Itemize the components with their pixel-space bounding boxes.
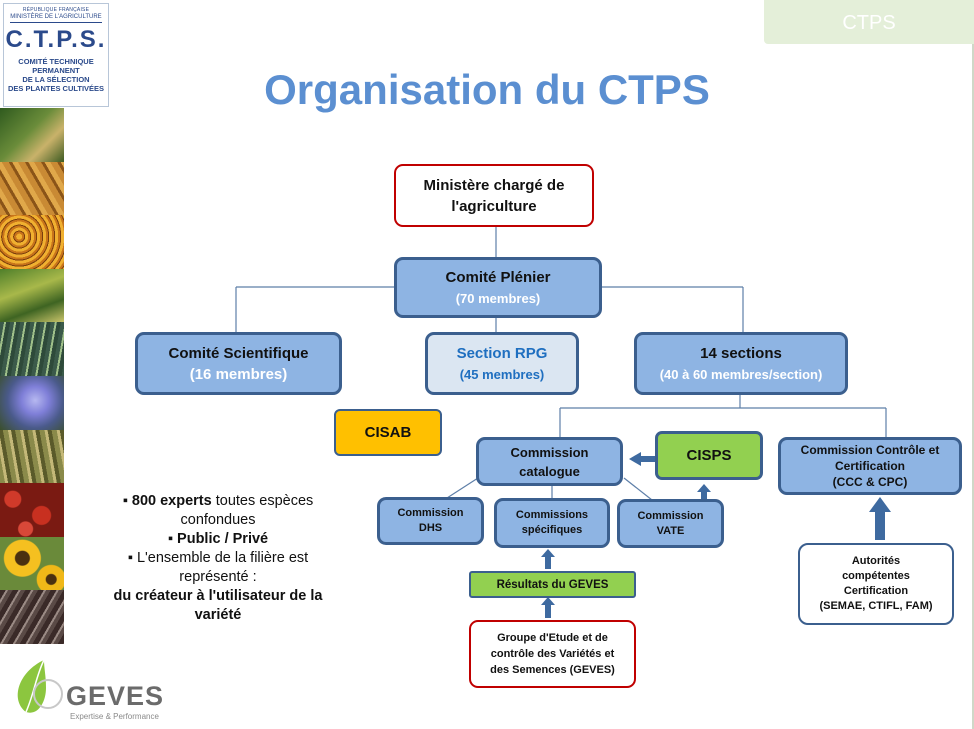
seeds-photo	[0, 590, 64, 644]
plant-photo	[0, 108, 64, 162]
logo-ministere: MINISTÈRE DE L'AGRICULTURE	[10, 14, 102, 23]
commissions-specifiques-node: Commissions spécifiques	[494, 498, 610, 548]
bullet-filiere: ▪ L'ensemble de la filière est	[127, 550, 309, 566]
seedling-photo	[0, 322, 64, 376]
geves-tagline: Expertise & Performance	[70, 712, 159, 721]
autorites-node: Autorités compétentes Certification (SEM…	[798, 543, 954, 625]
comite-scientifique-node: Comité Scientifique (16 membres)	[135, 332, 342, 395]
sections-14-node: 14 sections (40 à 60 membres/section)	[634, 332, 848, 395]
bullet-experts-cont: confondues	[180, 512, 256, 528]
chicory-flower-photo	[0, 375, 64, 430]
commission-dhs-node: Commission DHS	[377, 497, 484, 545]
commission-controle-node: Commission Contrôle et Certification (CC…	[778, 437, 962, 495]
cisab-node: CISAB	[334, 409, 442, 456]
comite-plenier-node: Comité Plénier (70 membres)	[394, 257, 602, 318]
geves-logo-text: GEVES	[66, 681, 165, 711]
page-title: Organisation du CTPS	[264, 66, 710, 113]
slide-right-border	[972, 44, 974, 729]
grain-photo	[0, 161, 64, 216]
sunflower-photo	[0, 536, 64, 591]
wheat-photo	[0, 429, 64, 484]
ministere-node: Ministère chargé de l'agriculture	[394, 164, 594, 227]
ctps-logo: RÉPUBLIQUE FRANÇAISE MINISTÈRE DE L'AGRI…	[3, 3, 109, 107]
corn-photo	[0, 215, 64, 269]
key-facts: ▪ 800 experts toutes espèces confondues …	[96, 492, 340, 625]
beans-photo	[0, 483, 64, 537]
commission-catalogue-node: Commission catalogue	[476, 437, 623, 486]
resultats-geves-node: Résultats du GEVES	[469, 571, 636, 598]
logo-acronym: C.T.P.S.	[5, 26, 107, 53]
plant-photo-strip	[0, 108, 64, 644]
commission-vate-node: Commission VATE	[617, 499, 724, 548]
bullet-experts: ▪ 800 experts toutes espèces	[122, 493, 314, 509]
groupe-etude-node: Groupe d'Etude et de contrôle des Variét…	[469, 620, 636, 688]
section-rpg-node: Section RPG (45 membres)	[425, 332, 579, 395]
bullet-public-prive: ▪ Public / Privé	[167, 531, 269, 547]
cisps-node: CISPS	[655, 431, 763, 480]
bullet-filiere-cont: représenté :	[179, 569, 257, 585]
logo-fullname: COMITÉ TECHNIQUE PERMANENT DE LA SÉLECTI…	[7, 57, 105, 93]
logo-republique: RÉPUBLIQUE FRANÇAISE	[22, 7, 90, 13]
section-tag: CTPS	[764, 0, 974, 44]
leaf-photo	[0, 268, 64, 323]
